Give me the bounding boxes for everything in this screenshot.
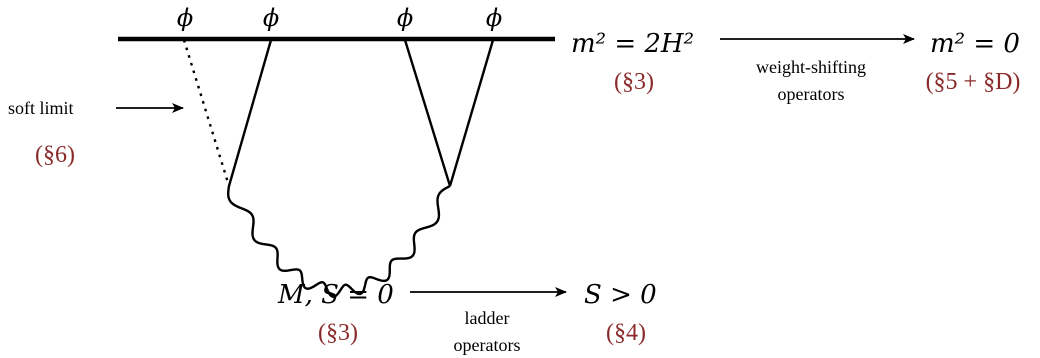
exchange-label-ref: (§3) [318, 320, 358, 346]
soft-limit-label: soft limit [8, 98, 74, 118]
soft-limit-ref: (§6) [35, 142, 75, 168]
field-label-3: ϕ [397, 4, 413, 32]
external-line-4 [448, 39, 495, 187]
weight-shifting-label-line2: operators [778, 84, 845, 104]
massless-condition-ref: (§5 + §D) [926, 69, 1021, 95]
spinning-label-ref: (§4) [606, 320, 646, 346]
mass-condition-ref: (§3) [614, 69, 654, 95]
external-line-2 [227, 39, 273, 187]
ladder-label-line2: operators [454, 335, 521, 355]
soft-external-line [182, 39, 231, 187]
spinning-label: S > 0 [584, 280, 657, 310]
weight-shifting-label-line1: weight-shifting [756, 57, 866, 77]
exchange-label: M, S = 0 [277, 280, 394, 310]
ladder-label-line1: ladder [465, 308, 510, 328]
field-label-2: ϕ [263, 4, 279, 32]
exchange-propagator [226, 184, 451, 298]
field-label-1: ϕ [177, 4, 193, 32]
field-label-4: ϕ [486, 4, 502, 32]
external-line-3 [403, 39, 452, 187]
mass-condition: m² = 2H² [571, 29, 694, 59]
massless-condition: m² = 0 [930, 29, 1020, 59]
